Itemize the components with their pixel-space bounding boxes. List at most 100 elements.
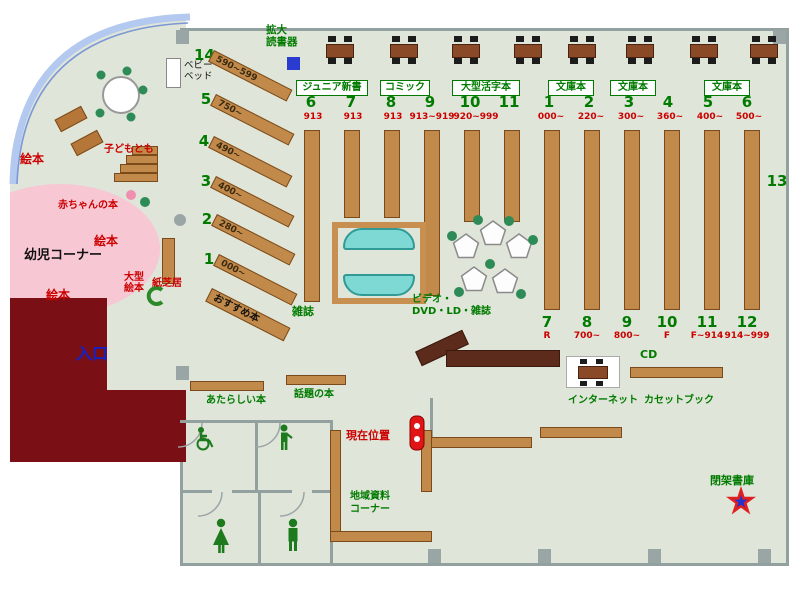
picture-books-label: 絵本 xyxy=(94,234,119,248)
stack-range: 914~999 xyxy=(724,331,770,341)
stack-range: 913 xyxy=(343,112,363,122)
shelf-number: 4 xyxy=(198,132,210,150)
bookstack xyxy=(744,130,760,310)
stack-number: 2 xyxy=(583,93,595,111)
stack-range: 920~999 xyxy=(453,112,499,122)
stack-range: 913 xyxy=(383,112,403,122)
kids-step xyxy=(126,155,158,164)
round-pillar xyxy=(174,214,186,226)
chairs xyxy=(392,36,400,42)
wall-near-marker xyxy=(430,398,433,438)
bookstack xyxy=(704,130,720,310)
pillar xyxy=(758,549,771,563)
baby-books-label: 赤ちゃんの本 xyxy=(58,200,118,211)
chairs xyxy=(454,36,462,42)
wall-left-lower xyxy=(180,462,183,566)
stack-range: 913 xyxy=(303,112,323,122)
picture-books-label: 絵本 xyxy=(20,152,45,166)
restroom-divider-lower xyxy=(258,492,261,564)
bookstack xyxy=(304,130,320,302)
stack-range: 400~ xyxy=(696,112,724,122)
magnifier-label: 拡大 読書器 xyxy=(266,24,298,48)
entrance-label: 入口 xyxy=(76,344,109,363)
section-comic: コミック xyxy=(380,80,430,96)
local-materials-shelf-left xyxy=(330,430,341,542)
stack-range: 300~ xyxy=(617,112,645,122)
kids-cushion-pink xyxy=(126,190,136,200)
internet-label: インターネット xyxy=(568,395,638,406)
stack-range: 360~ xyxy=(656,112,684,122)
bookstack xyxy=(624,130,640,310)
stack-range: R xyxy=(543,331,551,341)
stack-range: 700~ xyxy=(573,331,601,341)
stack-number: 11 xyxy=(498,93,520,111)
stack-number: 3 xyxy=(623,93,635,111)
reading-table xyxy=(452,44,480,58)
section-bunko: 文庫本 xyxy=(610,80,656,96)
pillar xyxy=(648,549,661,563)
stack-number: 6 xyxy=(741,93,753,111)
av-table xyxy=(578,366,608,379)
stack-number: 12 xyxy=(736,313,758,331)
local-materials-shelf-right xyxy=(421,430,432,492)
pillar xyxy=(773,30,786,44)
current-location-label: 現在位置 xyxy=(346,429,390,442)
stack-range: 220~ xyxy=(577,112,605,122)
cassette-books-shelf xyxy=(630,367,723,378)
stack-range: F xyxy=(663,331,671,341)
topical-books-shelf xyxy=(286,375,346,385)
baby-bed-label: ベビー ベッド xyxy=(184,60,213,82)
bench-seat xyxy=(343,228,415,250)
stack-number: 7 xyxy=(541,313,553,331)
video-corner-label: ビデオ・ DVD・LD・雑誌 xyxy=(412,294,492,317)
shelf xyxy=(540,427,622,438)
bookstack xyxy=(544,130,560,310)
new-books-label: あたらしい本 xyxy=(206,395,266,406)
local-materials-label: 地域資料 コーナー xyxy=(350,491,390,515)
shelf-number: 1 xyxy=(203,250,215,268)
service-counter xyxy=(446,350,560,367)
restroom-wall-mid-3 xyxy=(312,490,332,493)
kids-step xyxy=(114,173,158,182)
entrance-wall-lower xyxy=(105,390,186,462)
section-bunko: 文庫本 xyxy=(548,80,594,96)
restroom-wall-mid-1 xyxy=(180,490,212,493)
stack-number: 4 xyxy=(662,93,674,111)
bookstack xyxy=(344,130,360,218)
bookstack xyxy=(504,130,520,222)
baby-bed xyxy=(166,58,181,88)
reading-table xyxy=(326,44,354,58)
reading-table xyxy=(750,44,778,58)
reading-table xyxy=(514,44,542,58)
chairs xyxy=(692,36,700,42)
kamishibai-shelf xyxy=(162,238,175,284)
pillar xyxy=(176,366,189,380)
cassette-books-label: カセットブック xyxy=(644,395,714,406)
bookstack xyxy=(464,130,480,222)
entrance-wall xyxy=(10,298,107,462)
topical-books-label: 話題の本 xyxy=(294,389,334,400)
pillar xyxy=(176,30,189,44)
section-bunko: 文庫本 xyxy=(704,80,750,96)
magnifier-device xyxy=(287,57,300,70)
stack-number-13: 13 xyxy=(766,172,788,190)
stack-range: F~914 xyxy=(690,331,724,341)
stack-range: 000~ xyxy=(537,112,565,122)
stack-number: 5 xyxy=(702,93,714,111)
shelf xyxy=(428,437,532,448)
chairs xyxy=(580,359,587,364)
bookstack xyxy=(384,130,400,218)
restroom-divider-upper xyxy=(255,420,258,492)
reading-table xyxy=(568,44,596,58)
reading-table xyxy=(390,44,418,58)
bookstack xyxy=(424,130,440,296)
kids-corner-label: 幼児コーナー xyxy=(24,248,103,263)
bookstack xyxy=(664,130,680,310)
stack-number: 8 xyxy=(581,313,593,331)
chairs xyxy=(752,36,760,42)
picture-books-label: 絵本 xyxy=(46,288,71,302)
stack-number: 9 xyxy=(424,93,436,111)
shelf-number: 3 xyxy=(200,172,212,190)
cd-label: CD xyxy=(640,348,658,361)
